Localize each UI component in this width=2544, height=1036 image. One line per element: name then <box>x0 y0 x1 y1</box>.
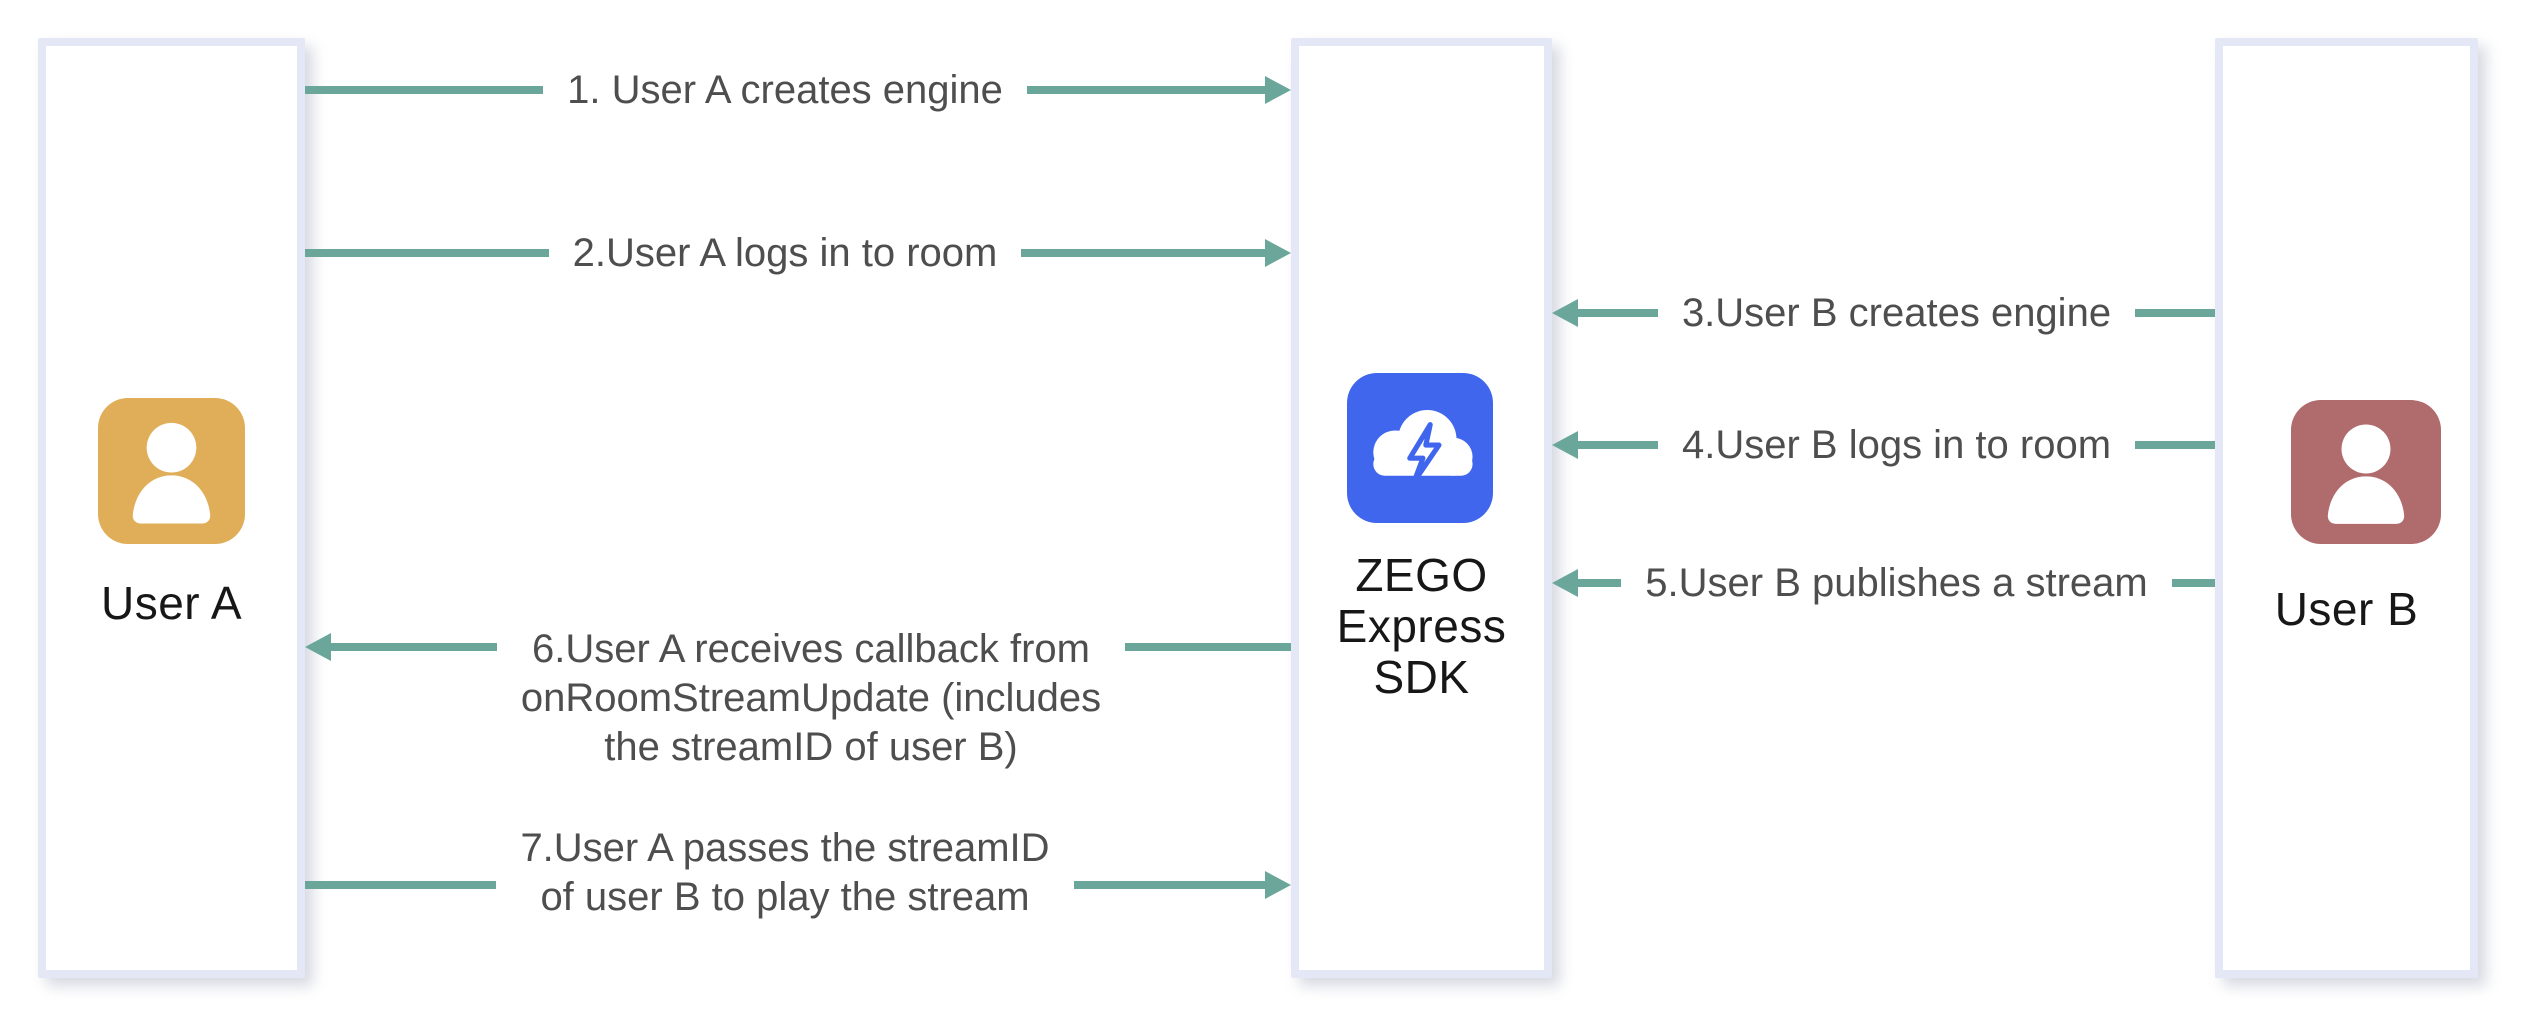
arrow-line <box>1073 881 1265 889</box>
message-text: the streamID of user B) <box>604 724 1018 769</box>
arrow-line <box>305 86 544 94</box>
message-1-label: 1. User A creates engine <box>543 66 1027 115</box>
arrow-line <box>305 881 497 889</box>
message-3-label: 3.User B creates engine <box>1658 289 2135 338</box>
arrowhead-right-icon <box>1265 871 1291 899</box>
arrowhead-left-icon <box>1552 431 1578 459</box>
arrowhead-left-icon <box>1552 299 1578 327</box>
message-text: 3.User B creates engine <box>1681 290 2112 335</box>
arrow-line <box>1578 309 1658 317</box>
sdk-label-line: SDK <box>1373 651 1470 703</box>
message-5-label: 5.User B publishes a stream <box>1621 559 2171 608</box>
arrow-line <box>2135 441 2215 449</box>
sdk-label-line: ZEGO <box>1355 549 1488 601</box>
user-avatar-icon <box>98 398 245 544</box>
message-6-label: 6.User A receives callback from onRoomSt… <box>497 625 1125 772</box>
message-text: 6.User A receives callback from <box>532 626 1090 671</box>
arrow-line <box>1578 579 1622 587</box>
arrow-line <box>331 643 497 651</box>
message-text: 5.User B publishes a stream <box>1645 560 2148 605</box>
participant-label-user-b: User B <box>2274 583 2419 635</box>
message-7-label: 7.User A passes the streamID of user B t… <box>496 824 1073 922</box>
arrow-line <box>1578 441 1658 449</box>
arrow-line <box>305 249 549 257</box>
cloud-lightning-icon <box>1347 373 1493 523</box>
message-2-label: 2.User A logs in to room <box>549 229 1022 278</box>
arrowhead-left-icon <box>1552 569 1578 597</box>
participant-label-zego-sdk: ZEGO Express SDK <box>1291 550 1552 703</box>
arrow-line <box>2171 579 2216 587</box>
arrow-line <box>1125 643 1292 651</box>
arrow-line <box>1026 86 1266 94</box>
message-text: 4.User B logs in to room <box>1681 422 2112 467</box>
message-text: 1. User A creates engine <box>567 67 1003 112</box>
arrow-line <box>2135 309 2215 317</box>
arrowhead-right-icon <box>1265 239 1291 267</box>
user-avatar-icon <box>2291 400 2441 544</box>
arrowhead-right-icon <box>1265 76 1292 104</box>
message-text: 7.User A passes the streamID <box>520 826 1050 870</box>
sdk-label-line: Express <box>1336 600 1507 652</box>
message-4-label: 4.User B logs in to room <box>1658 421 2135 470</box>
participant-label-user-a: User A <box>100 577 243 629</box>
message-text: onRoomStreamUpdate (includes <box>520 675 1102 720</box>
arrow-line <box>1021 249 1265 257</box>
message-text: 2.User A logs in to room <box>572 230 998 275</box>
message-text: of user B to play the stream <box>540 875 1030 919</box>
arrowhead-left-icon <box>305 633 331 661</box>
